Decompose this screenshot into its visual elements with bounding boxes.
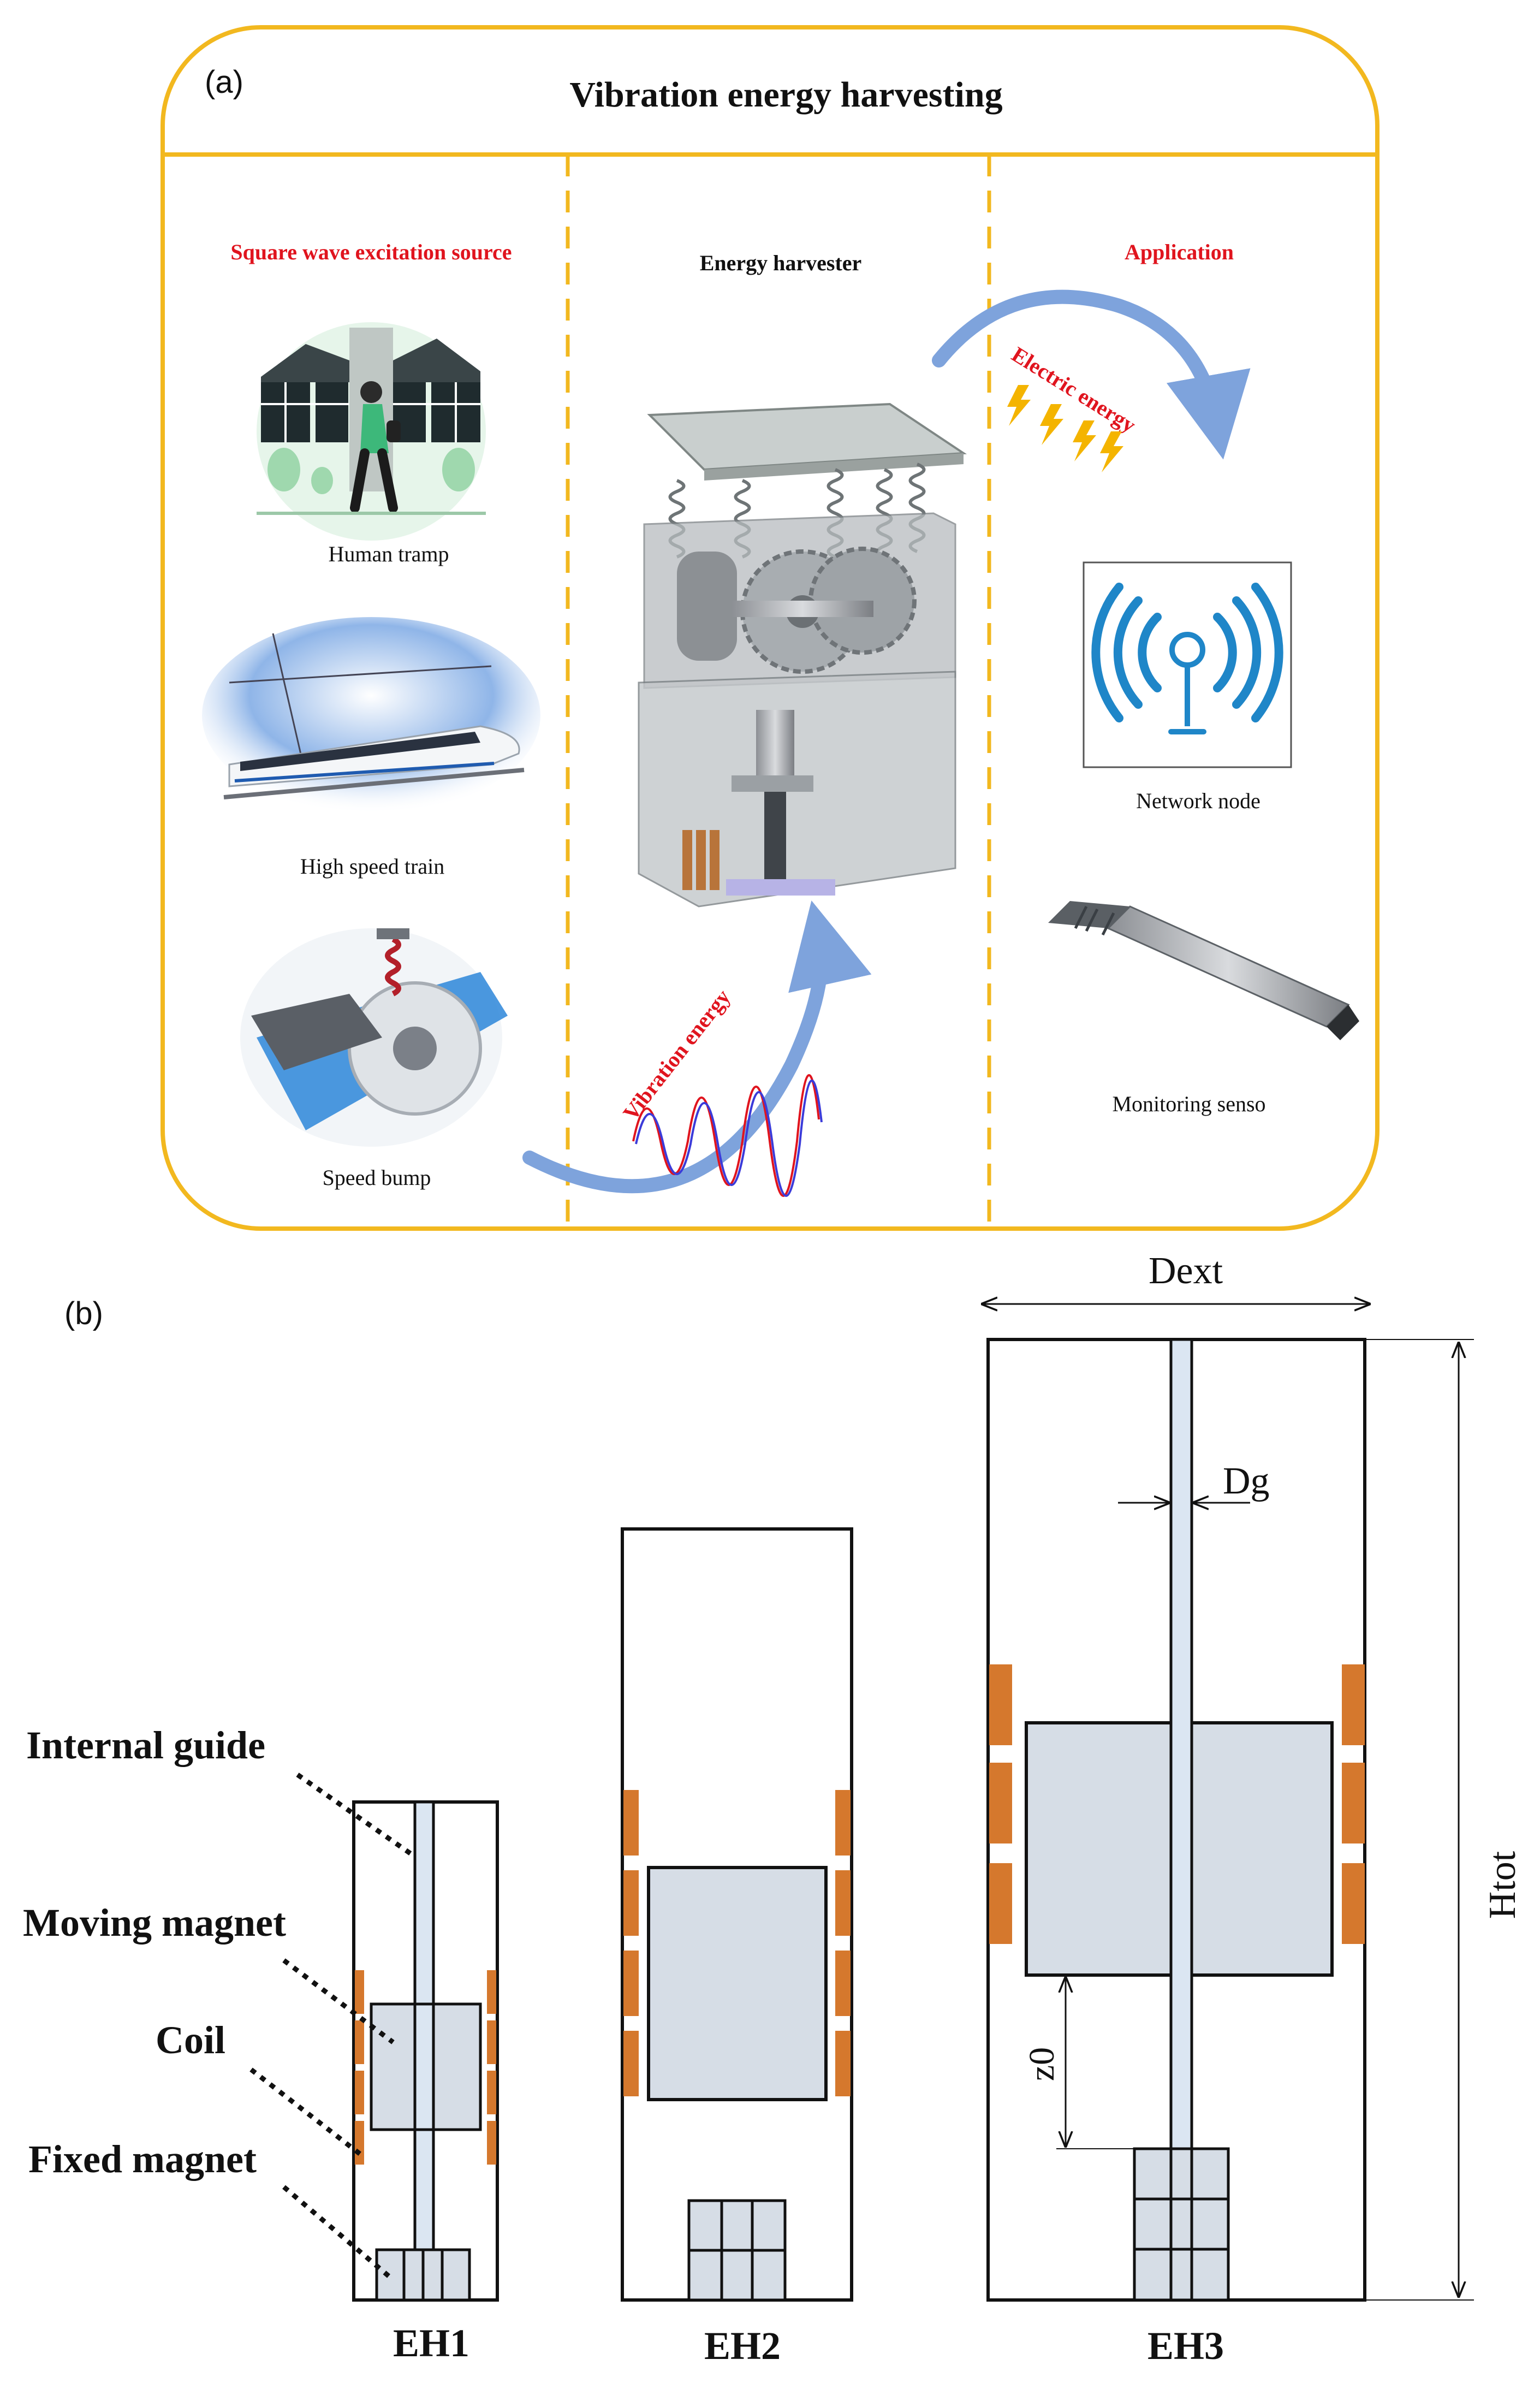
eh2-fixed-magnet (687, 2199, 787, 2302)
eh2-label: EH2 (704, 2324, 781, 2368)
harvester-eh2 (621, 1527, 853, 2302)
z0-label: z0 (1022, 2047, 1062, 2081)
eh3-fixed-magnet (1133, 2147, 1230, 2302)
htot-label: Htot (1482, 1851, 1524, 1919)
vibration-energy-label: Vibration energy (618, 985, 735, 1125)
vibration-wave (632, 1074, 823, 1197)
panel-b: (b) (23, 1250, 1524, 2368)
vibration-arrow (522, 900, 872, 1194)
callout-internal-guide: Internal guide (26, 1723, 265, 1767)
application-item-label-node: Network node (1136, 789, 1260, 813)
walking-person-icon (257, 322, 486, 541)
application-heading: Application (1125, 240, 1234, 264)
lightning-icon (1007, 385, 1123, 472)
harvester-eh1 (352, 1800, 499, 2302)
source-item-label-human: Human tramp (328, 542, 449, 566)
electric-arrow (932, 289, 1251, 460)
harvester-eh3: Dext Dg Htot z0 (983, 1250, 1524, 2302)
eh2-moving-magnet (647, 1866, 828, 2101)
wireless-antenna-icon (1083, 561, 1292, 768)
eh1-fixed-magnet (375, 2248, 471, 2302)
source-item-label-train: High speed train (300, 854, 444, 879)
dg-label: Dg (1223, 1460, 1270, 1502)
high-speed-train-icon (202, 617, 540, 814)
callout-fixed-magnet: Fixed magnet (28, 2137, 257, 2181)
monitoring-sensor-icon (1048, 901, 1359, 1040)
source-item-label-bump: Speed bump (323, 1165, 431, 1190)
eh1-label: EH1 (393, 2321, 469, 2365)
callout-coil: Coil (156, 2018, 225, 2062)
eh3-label: EH3 (1147, 2324, 1224, 2368)
electric-energy-label: Electric energy (1008, 342, 1140, 437)
callout-moving-magnet: Moving magnet (23, 1901, 286, 1945)
energy-harvester-device (638, 402, 967, 908)
panel-a-frame (160, 25, 1380, 1231)
dext-label: Dext (1149, 1250, 1223, 1292)
panel-a-title: Vibration energy harvesting (569, 75, 1002, 115)
application-item-label-sensor: Monitoring senso (1112, 1092, 1265, 1116)
eh2-coil (623, 1790, 851, 2096)
panel-a: (a) Vibration energy harvesting Square w… (160, 25, 1380, 1231)
panel-a-label: (a) (205, 64, 243, 100)
panel-b-label: (b) (64, 1296, 103, 1331)
source-heading: Square wave excitation source (230, 240, 512, 264)
harvester-heading: Energy harvester (700, 251, 862, 275)
vehicle-suspension-icon (240, 928, 508, 1147)
eh3-coil (989, 1664, 1365, 1944)
